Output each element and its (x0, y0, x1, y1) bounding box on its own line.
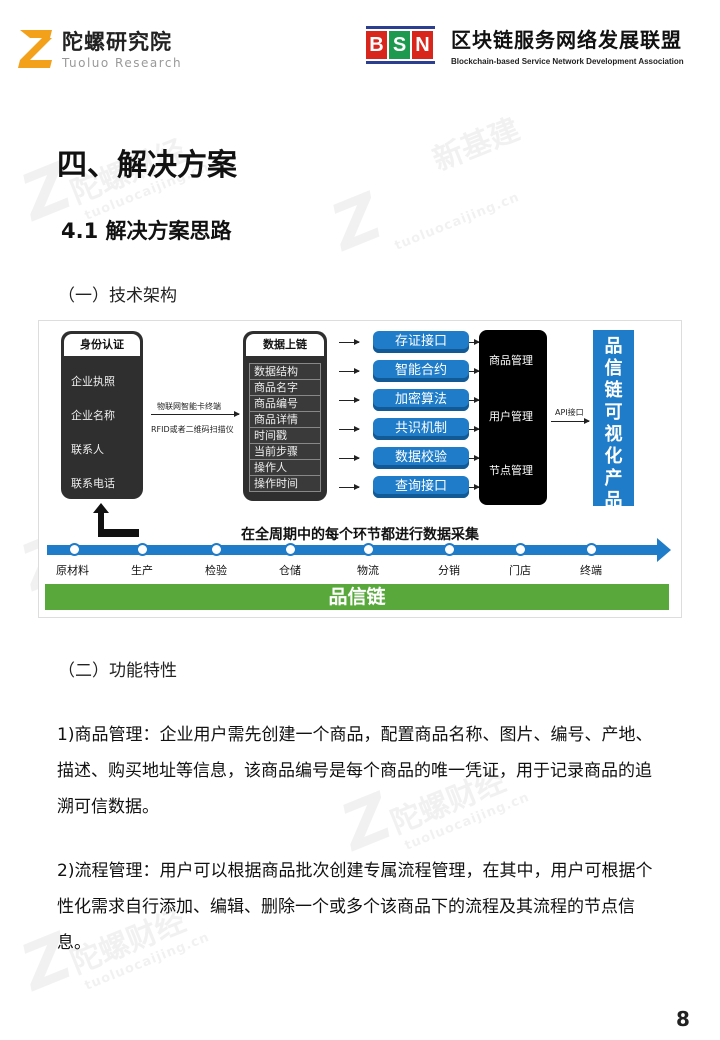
return-arrow-icon (93, 503, 139, 537)
timeline-dot (68, 543, 81, 556)
stage-label: 门店 (509, 564, 531, 577)
page-number: 8 (676, 1007, 690, 1031)
scan-label-2: RFID或者二维码扫描仪 (151, 425, 234, 434)
data-item: 当前步骤 (249, 443, 321, 460)
subheading-features: （二）功能特性 (58, 661, 177, 681)
mgmt-item: 节点管理 (489, 464, 533, 477)
pill-arrow (339, 484, 360, 490)
identity-title: 身份认证 (64, 334, 140, 356)
stage-label: 检验 (205, 564, 227, 577)
stage-label: 物流 (357, 564, 379, 577)
api-label: API接口 (555, 408, 584, 417)
timeline-arrow-icon (657, 538, 671, 562)
data-item: 商品编号 (249, 395, 321, 412)
mgmt-arrow (469, 339, 480, 345)
brand-name-en: Tuoluo Research (62, 56, 183, 70)
bsn-name-cn: 区块链服务网络发展联盟 (451, 28, 682, 52)
paragraph-product-management: 1)商品管理：企业用户需先创建一个商品，配置商品名称、图片、编号、产地、描述、购… (57, 725, 653, 817)
timeline-dot (443, 543, 456, 556)
data-item: 商品详情 (249, 411, 321, 428)
pill-consensus: 共识机制 (373, 418, 469, 440)
scan-label-1: 物联网智能卡终端 (157, 402, 221, 411)
mgmt-item: 商品管理 (489, 354, 533, 367)
timeline-dot (514, 543, 527, 556)
identity-item: 联系人 (71, 443, 104, 456)
brand-name-cn: 陀螺研究院 (62, 30, 172, 54)
stage-label: 终端 (580, 564, 602, 577)
stage-label: 仓储 (279, 564, 301, 577)
pill-smart-contract: 智能合约 (373, 360, 469, 382)
pill-arrow (339, 368, 360, 374)
pill-query-api: 查询接口 (373, 476, 469, 498)
visual-product-label: 品信链可视化产品 (593, 330, 634, 511)
data-item: 时间戳 (249, 427, 321, 444)
stage-label: 分销 (438, 564, 460, 577)
stage-label: 原材料 (56, 564, 89, 577)
identity-item: 企业执照 (71, 375, 115, 388)
identity-item: 联系电话 (71, 477, 115, 490)
bsn-logo: B S N 区块链服务网络发展联盟 Blockchain-based Servi… (366, 24, 684, 66)
data-box: 数据上链 数据结构 商品名字 商品编号 商品详情 时间戳 当前步骤 操作人 操作… (243, 331, 327, 501)
timeline-caption: 在全周期中的每个环节都进行数据采集 (241, 527, 479, 543)
mgmt-arrow (469, 397, 480, 403)
pill-arrow (339, 397, 360, 403)
stage-label: 生产 (131, 564, 153, 577)
timeline-dot (284, 543, 297, 556)
z-logo-icon (16, 26, 56, 70)
architecture-diagram: 身份认证 企业执照 企业名称 联系人 联系电话 物联网智能卡终端 RFID或者二… (38, 320, 682, 618)
mgmt-item: 用户管理 (489, 410, 533, 423)
timeline-dot (362, 543, 375, 556)
identity-item: 企业名称 (71, 409, 115, 422)
data-item: 操作人 (249, 459, 321, 476)
bsn-mark: B S N (366, 26, 435, 64)
subsection-title: 4.1 解决方案思路 (61, 219, 232, 243)
management-box: 商品管理 用户管理 节点管理 (479, 330, 547, 505)
subheading-architecture: （一）技术架构 (58, 286, 177, 306)
mgmt-arrow (469, 368, 480, 374)
data-item: 商品名字 (249, 379, 321, 396)
watermark: 新基建 (428, 112, 525, 179)
paragraph-process-management: 2)流程管理：用户可以根据商品批次创建专属流程管理，在其中，用户可根据个性化需求… (57, 861, 653, 953)
bsn-name-en: Blockchain-based Service Network Develop… (451, 57, 684, 66)
tuoluo-logo: 陀螺研究院 Tuoluo Research (16, 26, 182, 70)
product-bar: 品信链 (45, 584, 669, 610)
pill-arrow (339, 426, 360, 432)
timeline-dot (210, 543, 223, 556)
identity-box: 身份认证 企业执照 企业名称 联系人 联系电话 (61, 331, 143, 499)
data-item: 数据结构 (249, 363, 321, 380)
timeline-dot (136, 543, 149, 556)
pill-encryption: 加密算法 (373, 389, 469, 411)
mgmt-arrow (469, 426, 480, 432)
timeline-dot (585, 543, 598, 556)
pill-arrow (339, 339, 360, 345)
data-title: 数据上链 (246, 334, 324, 356)
scan-arrow (151, 411, 240, 417)
mgmt-arrow (469, 484, 480, 490)
mgmt-arrow (469, 455, 480, 461)
timeline-bar (47, 545, 659, 555)
api-arrow (551, 418, 590, 424)
pill-arrow (339, 455, 360, 461)
data-item: 操作时间 (249, 475, 321, 492)
section-title: 四、解决方案 (57, 148, 237, 183)
pill-validation: 数据校验 (373, 447, 469, 469)
pill-storage-api: 存证接口 (373, 331, 469, 353)
